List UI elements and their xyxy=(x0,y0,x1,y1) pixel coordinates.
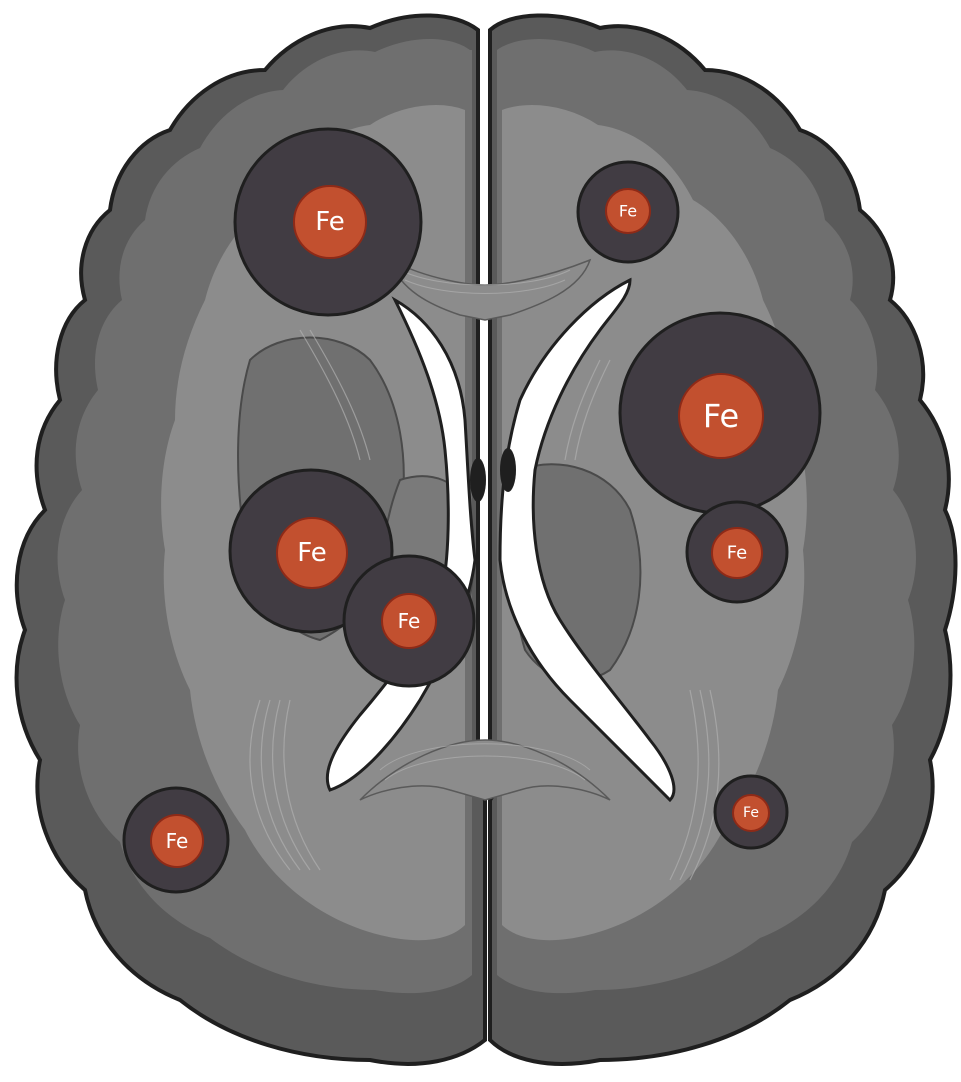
iron-lesion-right-frontal-small: Fe xyxy=(578,162,678,262)
iron-lesion-left-frontal-large: Fe xyxy=(235,129,421,315)
iron-lesion-left-basal-medium: Fe xyxy=(344,556,474,686)
left-caudate-dark-spot xyxy=(470,458,486,502)
iron-label: Fe xyxy=(297,538,327,568)
iron-label: Fe xyxy=(743,805,759,821)
iron-label: Fe xyxy=(727,543,747,564)
iron-lesion-right-frontal-large: Fe xyxy=(620,313,820,513)
iron-lesion-right-posterior-small: Fe xyxy=(715,776,787,848)
iron-label: Fe xyxy=(166,829,189,853)
iron-label: Fe xyxy=(315,207,345,237)
iron-label: Fe xyxy=(619,202,637,221)
iron-lesion-left-posterior-medium: Fe xyxy=(124,788,228,892)
iron-label: Fe xyxy=(398,609,421,633)
iron-label: Fe xyxy=(703,397,739,435)
right-caudate-dark-spot xyxy=(500,448,516,492)
iron-lesion-right-lateral-small: Fe xyxy=(687,502,787,602)
